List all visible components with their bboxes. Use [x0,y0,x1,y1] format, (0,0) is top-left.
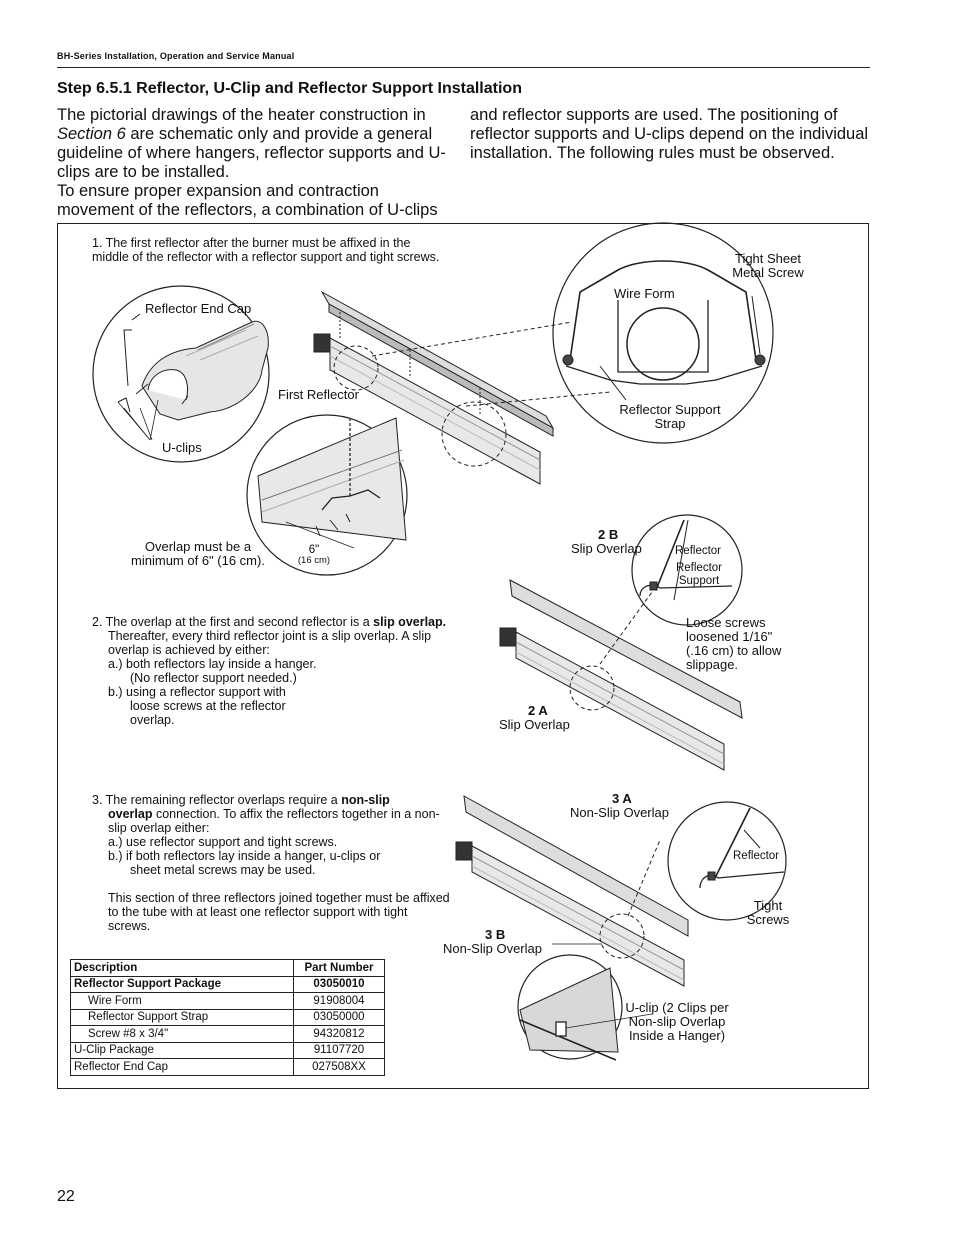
intro-p2: To ensure proper expansion and contracti… [57,182,438,219]
page-number: 22 [57,1188,75,1205]
non-slip-overlap-detail-3a [667,801,787,921]
label-six-inches: 6" [308,544,320,556]
row-part-number: 94320812 [293,1025,385,1043]
rule-2-b2: loose screws at the reflector [130,699,286,713]
row-description: Screw #8 x 3/4" [70,1025,294,1043]
label-3b: 3 B [485,927,506,942]
rule-3-lead: 3. The remaining reflector overlaps requ… [92,793,342,807]
label-2b-slip-overlap: Slip Overlap [571,541,642,556]
table-row: Wire Form 91908004 [70,992,385,1010]
label-tight-sheet-metal-screw: Tight Sheet Metal Screw [732,251,804,280]
intro-column-1: The pictorial drawings of the heater con… [57,106,457,220]
label-wire-form: Wire Form [614,286,675,301]
rule-3-bold-2: overlap [108,807,153,821]
row-part-number: 91107720 [293,1041,385,1059]
row-part-number: 03050010 [293,975,385,993]
u-clip-detail-3b [517,954,653,1061]
figure-frame [57,223,869,1089]
rule-2-a: a.) both reflectors lay inside a hanger. [108,657,317,671]
rule-3: 3. The remaining reflector overlaps requ… [92,793,452,933]
rule-3-rest: connection. To affix the reflectors toge… [108,807,440,835]
header-description: Description [70,959,294,977]
intro-column-2: and reflector supports are used. The pos… [470,106,869,162]
header-rule [57,67,870,68]
label-tight-screws: Tight Screws [746,898,790,927]
label-3b-non-slip-overlap: Non-Slip Overlap [443,941,542,956]
intro-p1-rest: are schematic only and provide a general… [57,125,446,181]
heater-assembly-2 [499,579,743,771]
table-row: Screw #8 x 3/4" 94320812 [70,1025,385,1043]
wire-form-detail [552,222,774,444]
label-2b-reflector-support: Reflector Support [675,562,723,587]
rule-2-b: b.) using a reflector support with [108,685,286,699]
rule-3-extra: This section of three reflectors joined … [108,891,450,933]
parts-table: Description Part Number Reflector Suppor… [70,959,385,1076]
manual-header: BH-Series Installation, Operation and Se… [57,51,295,61]
rule-2-lead: 2. The overlap at the first and second r… [92,615,374,629]
label-3a-non-slip-overlap: Non-Slip Overlap [570,805,669,820]
rule-2-a2: (No reflector support needed.) [130,671,297,685]
label-u-clips: U-clips [162,440,202,455]
table-row: Reflector Support Package 03050010 [70,975,385,993]
label-u-clip-note: U-clip (2 Clips per Non-slip Overlap Ins… [625,1000,729,1043]
label-reflector-support-strap: Reflector Support Strap [619,402,721,431]
table-row: U-Clip Package 91107720 [70,1041,385,1059]
rule-3-b2: sheet metal screws may be used. [130,863,316,877]
rule-3-a: a.) use reflector support and tight scre… [108,835,338,849]
rule-2: 2. The overlap at the first and second r… [92,615,492,727]
rule-2-b3: overlap. [130,713,175,727]
slip-overlap-detail-2b [631,514,743,626]
table-header-row: Description Part Number [70,959,385,977]
row-description: U-Clip Package [70,1041,294,1059]
label-2b-reflector: Reflector [675,545,722,557]
overlap-detail [246,414,408,576]
row-part-number: 91908004 [293,992,385,1010]
row-description: Reflector Support Package [70,975,294,993]
label-first-reflector: First Reflector [278,387,359,402]
rule-2-body: Thereafter, every third reflector joint … [92,629,458,727]
label-3a: 3 A [612,791,632,806]
rule-2-rest: Thereafter, every third reflector joint … [108,629,432,657]
row-description: Wire Form [70,992,294,1010]
label-2a: 2 A [528,703,548,718]
rule-2-bold: slip overlap. [373,615,447,629]
table-row: Reflector Support Strap 03050000 [70,1008,385,1026]
label-2b: 2 B [598,527,619,542]
label-reflector-end-cap: Reflector End Cap [145,301,252,316]
row-description: Reflector End Cap [70,1058,294,1076]
row-part-number: 03050000 [293,1008,385,1026]
label-sixteen-cm: (16 cm) [297,555,331,566]
label-loose-screws: Loose screws loosened 1/16" (.16 cm) to … [686,615,782,672]
row-part-number: 027508XX [293,1058,385,1076]
rule-1: 1. The first reflector after the burner … [92,236,440,264]
intro-section-ref: Section 6 [57,125,126,143]
rule-3-bold-1: non-slip [341,793,390,807]
label-overlap-minimum: Overlap must be a minimum of 6" (16 cm). [131,539,265,568]
rule-3-body: overlap connection. To affix the reflect… [92,807,452,933]
row-description: Reflector Support Strap [70,1008,294,1026]
label-2a-slip-overlap: Slip Overlap [499,717,570,732]
header-part-number: Part Number [293,959,385,977]
heater-assembly-3 [455,795,689,987]
step-title: Step 6.5.1 Reflector, U-Clip and Reflect… [57,80,522,97]
rule-3-b: b.) if both reflectors lay inside a hang… [108,849,381,863]
table-row: Reflector End Cap 027508XX [70,1058,385,1076]
end-cap-detail [92,285,270,463]
intro-p1-lead: The pictorial drawings of the heater con… [57,106,426,124]
label-3a-reflector: Reflector [733,850,780,862]
